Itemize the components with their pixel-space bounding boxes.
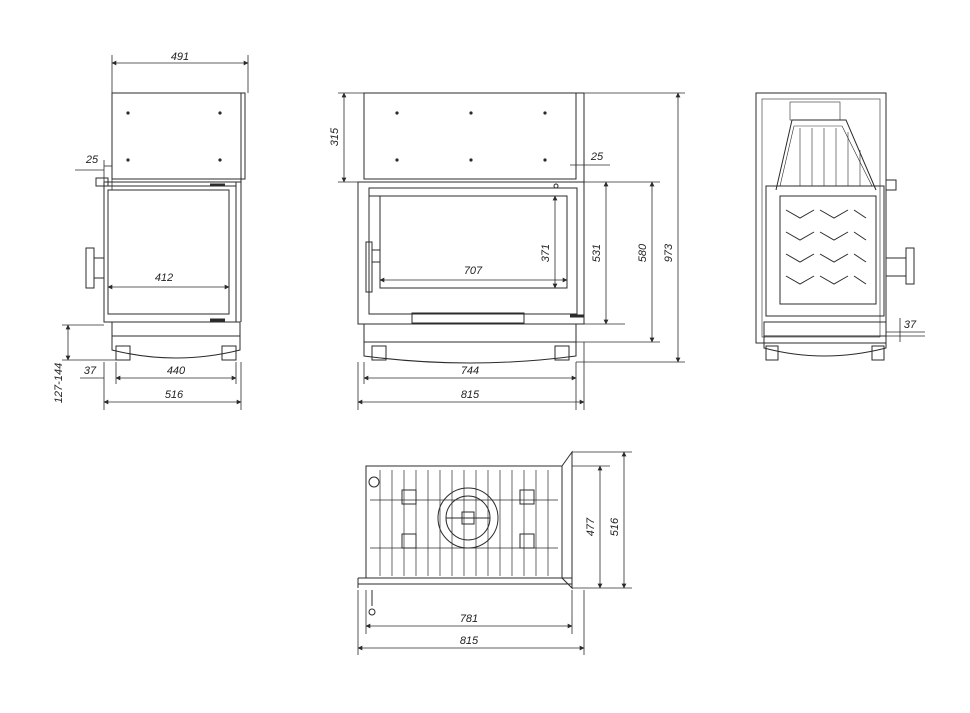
front-base xyxy=(111,321,241,337)
dim-front-440: 440 xyxy=(167,365,186,377)
dim-mid-973: 973 xyxy=(663,243,675,262)
front-stub xyxy=(95,177,109,187)
front-handle xyxy=(85,247,95,289)
dim-front-37: 37 xyxy=(84,365,97,377)
side-view xyxy=(755,92,915,361)
plan-side-flange xyxy=(561,450,573,590)
mid-base-curve xyxy=(363,342,577,364)
mid-top-bolts xyxy=(395,111,547,162)
mid-leg-left xyxy=(371,345,387,361)
mid-glass xyxy=(379,195,568,289)
dim-mid-707: 707 xyxy=(464,265,483,277)
middle-dimensions xyxy=(338,92,685,410)
front-door-frame xyxy=(103,181,237,323)
dim-mid-580: 580 xyxy=(637,243,649,262)
side-outer xyxy=(755,92,887,344)
mid-door-outer xyxy=(368,187,578,315)
front-dimensions xyxy=(62,55,249,410)
dim-front-127-144: 127-144 xyxy=(53,363,65,403)
dim-side-37: 37 xyxy=(904,319,917,331)
dim-mid-25: 25 xyxy=(590,151,604,163)
plan-dimensions xyxy=(357,451,632,655)
dim-plan-781: 781 xyxy=(460,613,478,625)
front-view xyxy=(85,92,246,361)
front-glass xyxy=(107,189,230,315)
dim-plan-516: 516 xyxy=(609,517,621,536)
side-handle xyxy=(905,247,915,285)
dim-front-412: 412 xyxy=(155,272,173,284)
dim-mid-371: 371 xyxy=(540,244,552,262)
plan-knob xyxy=(368,476,380,488)
dim-plan-477: 477 xyxy=(585,517,597,536)
side-dimensions xyxy=(886,318,925,342)
middle-view xyxy=(357,92,585,364)
side-hood xyxy=(775,119,877,191)
front-top-box xyxy=(111,92,246,180)
mid-base xyxy=(363,323,577,343)
mid-leg-right xyxy=(554,345,570,361)
plan-flue-outer xyxy=(437,487,499,549)
front-base-curve xyxy=(111,336,241,359)
front-leg-right xyxy=(221,345,237,361)
dim-mid-815: 815 xyxy=(461,389,480,401)
dimension-labels: 491 25 412 37 440 516 127-144 315 25 707… xyxy=(53,51,917,647)
front-top-bolts xyxy=(126,111,222,162)
side-base-curve xyxy=(763,336,887,357)
dim-plan-815: 815 xyxy=(460,635,479,647)
dim-front-491: 491 xyxy=(171,51,189,63)
dim-mid-315: 315 xyxy=(329,127,341,146)
dim-mid-744: 744 xyxy=(461,365,479,377)
dim-front-25: 25 xyxy=(85,154,99,166)
side-firebox xyxy=(765,185,885,317)
mid-handle xyxy=(365,241,373,293)
plan-view xyxy=(357,450,573,616)
dim-front-516: 516 xyxy=(165,389,184,401)
plan-ribs xyxy=(370,470,558,576)
mid-top-box xyxy=(363,92,577,180)
plan-mount-points xyxy=(401,489,535,549)
mid-air-strip xyxy=(411,312,525,324)
dim-mid-531: 531 xyxy=(591,244,603,262)
front-leg-left xyxy=(115,345,131,361)
side-back-plate-pattern xyxy=(779,195,877,305)
side-hood-ribs xyxy=(799,128,861,186)
